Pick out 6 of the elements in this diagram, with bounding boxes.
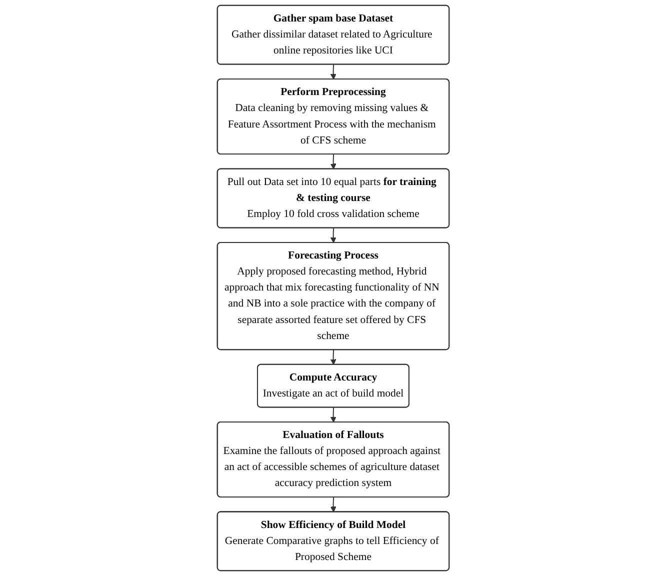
arrow bbox=[330, 154, 336, 170]
arrow bbox=[330, 350, 336, 365]
arrow bbox=[330, 408, 336, 423]
arrow bbox=[330, 64, 336, 80]
arrow bbox=[330, 497, 336, 512]
arrow bbox=[330, 228, 336, 244]
